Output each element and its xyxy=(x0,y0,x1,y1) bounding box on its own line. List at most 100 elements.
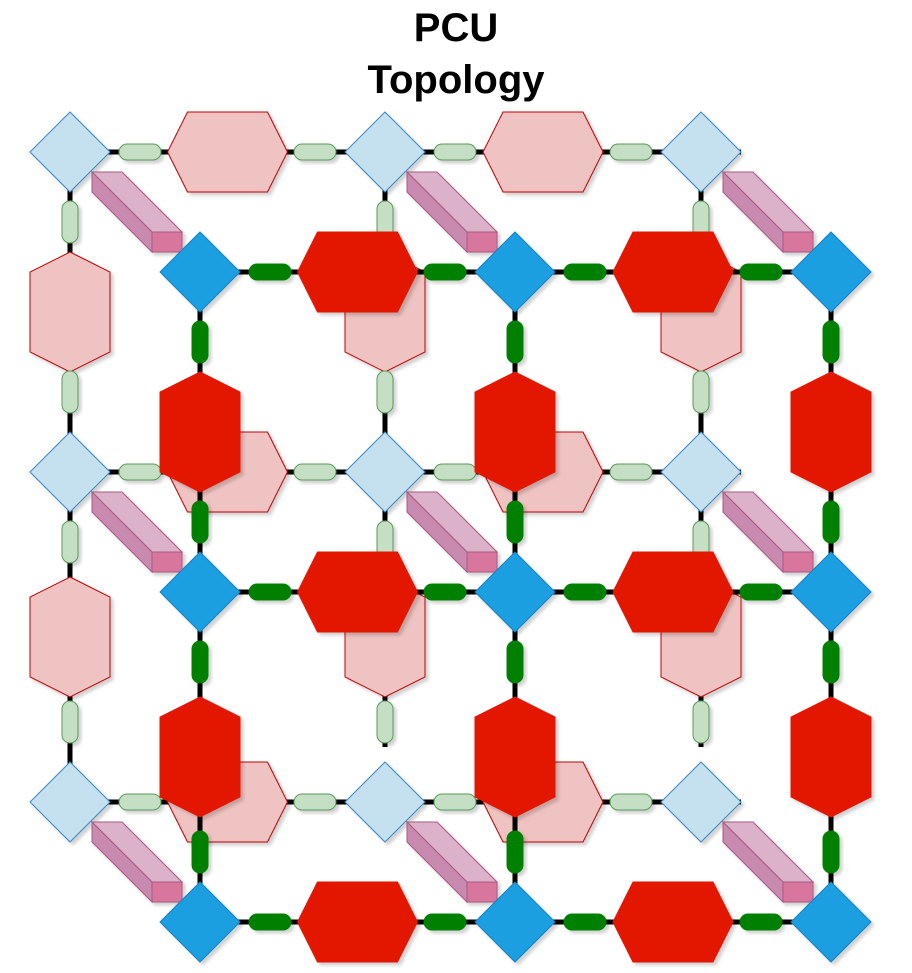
front-node xyxy=(790,551,872,633)
pillar-end-face xyxy=(151,231,183,253)
back-linker xyxy=(118,463,162,481)
front-node xyxy=(159,551,241,633)
pillar-end-face xyxy=(151,881,183,903)
front-hexagon xyxy=(159,696,241,818)
back-linker xyxy=(61,200,79,244)
back-linker xyxy=(609,463,653,481)
back-node xyxy=(660,111,742,193)
front-hexagon xyxy=(159,371,241,493)
front-hexagon xyxy=(296,881,419,963)
back-linker xyxy=(61,700,79,744)
front-linker xyxy=(822,640,840,684)
front-hexagon xyxy=(474,696,556,818)
pillar xyxy=(721,820,815,904)
back-linker xyxy=(692,370,710,414)
front-linker xyxy=(563,583,607,601)
front-lattice-units xyxy=(159,231,872,963)
pillar xyxy=(90,490,184,574)
front-linker xyxy=(822,320,840,364)
pillar-end-face xyxy=(782,231,814,253)
back-hexagon xyxy=(29,576,111,698)
back-node xyxy=(344,111,426,193)
pillar xyxy=(405,820,499,904)
front-linker xyxy=(739,913,783,931)
back-node xyxy=(344,761,426,843)
back-node xyxy=(344,431,426,513)
back-node xyxy=(660,431,742,513)
front-node xyxy=(159,231,241,313)
front-linker xyxy=(739,263,783,281)
back-linker xyxy=(692,700,710,744)
front-hexagon xyxy=(612,551,734,633)
back-linker xyxy=(609,143,653,161)
front-linker xyxy=(248,583,292,601)
front-hexagon xyxy=(612,231,734,313)
diagram-title-line1: PCU xyxy=(413,6,499,50)
front-linker xyxy=(423,583,467,601)
back-linker xyxy=(376,700,394,744)
front-linker xyxy=(191,320,209,364)
pillar-end-face xyxy=(466,551,498,573)
back-linker xyxy=(61,370,79,414)
front-linker xyxy=(191,640,209,684)
front-linker xyxy=(506,640,524,684)
pillar xyxy=(90,820,184,904)
pillar-end-face xyxy=(782,551,814,573)
back-linker xyxy=(118,143,162,161)
front-linker xyxy=(563,263,607,281)
front-hexagon xyxy=(296,551,419,633)
back-linker xyxy=(293,143,337,161)
front-hexagon xyxy=(612,881,734,963)
back-linker xyxy=(376,370,394,414)
back-hexagon xyxy=(29,251,111,373)
front-hexagon xyxy=(790,696,872,818)
pillar-end-face xyxy=(782,881,814,903)
front-linker xyxy=(506,500,524,544)
back-linker xyxy=(61,520,79,564)
front-linker xyxy=(822,830,840,874)
front-linker xyxy=(191,830,209,874)
back-linker xyxy=(609,793,653,811)
diagram-title-line2: Topology xyxy=(367,58,545,102)
front-linker xyxy=(423,263,467,281)
front-node xyxy=(790,881,872,963)
front-linker xyxy=(506,830,524,874)
back-node xyxy=(29,761,111,843)
back-linker xyxy=(293,463,337,481)
front-linker xyxy=(739,583,783,601)
back-hexagon xyxy=(166,111,289,193)
front-linker xyxy=(506,320,524,364)
back-linker xyxy=(293,793,337,811)
back-linker xyxy=(433,463,477,481)
front-linker xyxy=(191,500,209,544)
front-linker xyxy=(563,913,607,931)
front-hexagon xyxy=(790,371,872,493)
pillar xyxy=(405,170,499,254)
back-linker xyxy=(433,793,477,811)
pillar-end-face xyxy=(466,231,498,253)
back-node xyxy=(29,431,111,513)
back-node xyxy=(29,111,111,193)
front-node xyxy=(790,231,872,313)
front-node xyxy=(159,881,241,963)
pillar-group xyxy=(90,170,815,904)
front-linker xyxy=(423,913,467,931)
back-hexagon xyxy=(482,111,604,193)
front-linker xyxy=(822,500,840,544)
front-linker xyxy=(248,913,292,931)
front-linker xyxy=(248,263,292,281)
back-node xyxy=(660,761,742,843)
pillar-end-face xyxy=(151,551,183,573)
back-linker xyxy=(118,793,162,811)
front-node xyxy=(474,881,556,963)
pillar xyxy=(721,170,815,254)
pillar xyxy=(405,490,499,574)
front-hexagon xyxy=(296,231,419,313)
pillar-end-face xyxy=(466,881,498,903)
front-node xyxy=(474,551,556,633)
pillar xyxy=(721,490,815,574)
pillar xyxy=(90,170,184,254)
front-hexagon xyxy=(474,371,556,493)
front-node xyxy=(474,231,556,313)
